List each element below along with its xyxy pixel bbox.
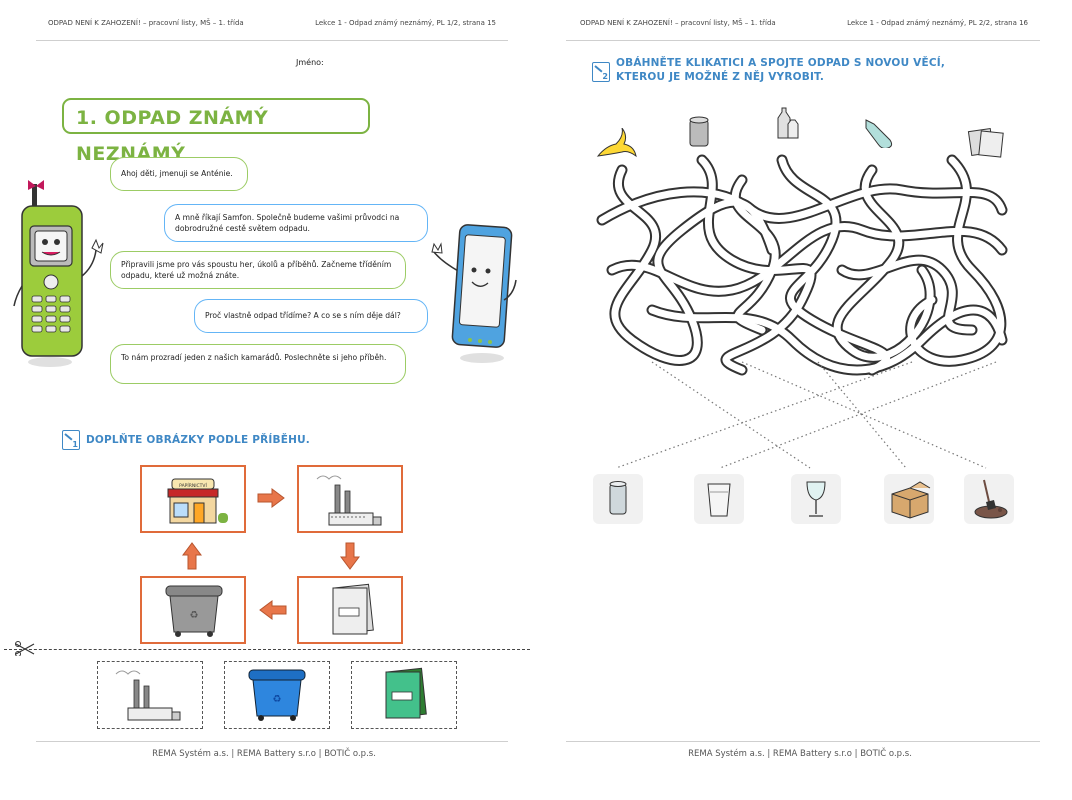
scissors-icon	[15, 641, 35, 656]
speech-bubble-1: Ahoj děti, jmenuji se Anténie.	[110, 157, 248, 191]
product-cardboard-box[interactable]	[884, 474, 934, 524]
antenie-phone-character	[13, 180, 104, 367]
product-can[interactable]	[593, 474, 643, 524]
task1-header: 1 DOPLŇTE OBRÁZKY PODLE PŘÍBĚHU.	[62, 430, 310, 450]
cycle-box-shop: PAPÍRNICTVÍ	[140, 465, 246, 533]
speech-bubble-3: Připravili jsme pro vás spoustu her, úko…	[110, 251, 406, 289]
arrow-down-icon	[340, 542, 360, 570]
tin-can-icon	[689, 116, 709, 147]
task2-header: 2 OBÁHNĚTE KLIKATICI A SPOJTE ODPAD S NO…	[592, 56, 945, 84]
header-rule	[36, 40, 508, 41]
product-plastic-cup[interactable]	[694, 474, 744, 524]
shop-sign-text: PAPÍRNICTVÍ	[179, 482, 207, 489]
page-header-left-2: ODPAD NENÍ K ZAHOZENÍ! – pracovní listy,…	[580, 19, 776, 27]
worksheet-page-left: ODPAD NENÍ K ZAHOZENÍ! – pracovní listy,…	[4, 19, 530, 759]
tangled-lines-maze	[596, 154, 1008, 376]
arrow-up-icon	[182, 542, 202, 570]
wine-glass-icon	[806, 481, 826, 517]
svg-text:♻: ♻	[190, 610, 199, 621]
page-header-right-2: Lekce 1 - Odpad známý neznámý, PL 2/2, s…	[847, 19, 1028, 27]
stationery-shop-icon: PAPÍRNICTVÍ	[167, 478, 228, 524]
page-footer-right: REMA Systém a.s. | REMA Battery s.r.o | …	[688, 749, 912, 759]
page-footer-left: REMA Systém a.s. | REMA Battery s.r.o | …	[152, 749, 376, 759]
speech-bubble-5: To nám prozradí jeden z našich kamarádů.…	[110, 344, 406, 384]
green-notebook-icon	[385, 667, 427, 719]
plastic-bottles-icon	[777, 107, 799, 139]
notebook-icon	[332, 583, 374, 635]
compost-shovel-icon	[974, 479, 1008, 519]
page-header-right: Lekce 1 - Odpad známý neznámý, PL 1/2, s…	[315, 19, 496, 27]
cycle-box-notebook	[297, 576, 403, 644]
aluminium-can-icon	[609, 481, 627, 515]
dotted-connector-lines	[615, 361, 997, 469]
cycle-box-factory	[297, 465, 403, 533]
footer-rule	[36, 741, 508, 742]
cutout-green-notebook[interactable]	[351, 661, 457, 729]
banana-peel-icon	[596, 128, 637, 158]
cut-line	[4, 649, 530, 650]
plastic-cup-icon	[707, 483, 731, 517]
name-label: Jméno:	[296, 58, 324, 67]
cycle-box-bin: ♻	[140, 576, 246, 644]
recycling-bin-icon: ♻	[165, 585, 223, 637]
speech-bubble-4: Proč vlastně odpad třídíme? A co se s ní…	[194, 299, 428, 333]
page-header-left: ODPAD NENÍ K ZAHOZENÍ! – pracovní listy,…	[48, 19, 244, 27]
svg-text:♻: ♻	[273, 694, 282, 705]
arrow-left-icon	[259, 600, 287, 620]
task2-instruction: OBÁHNĚTE KLIKATICI A SPOJTE ODPAD S NOVO…	[616, 57, 946, 83]
samfon-smartphone-character	[431, 224, 517, 363]
lesson-title: 1. ODPAD ZNÁMÝ NEZNÁMÝ	[62, 98, 370, 165]
blue-recycling-bin-icon: ♻	[248, 669, 306, 721]
footer-rule-2	[566, 741, 1040, 742]
cutout-blue-bin[interactable]: ♻	[224, 661, 330, 729]
task2-number-badge: 2	[592, 62, 610, 82]
task1-instruction: DOPLŇTE OBRÁZKY PODLE PŘÍBĚHU.	[86, 434, 310, 446]
factory-cutout-icon	[115, 670, 181, 721]
glass-bottle-icon	[865, 119, 893, 148]
product-wine-glass[interactable]	[791, 474, 841, 524]
product-compost[interactable]	[964, 474, 1014, 524]
speech-bubble-2: A mně říkají Samfon. Společně budeme vaš…	[164, 204, 428, 242]
arrow-right-icon	[257, 488, 285, 508]
header-rule-2	[566, 40, 1040, 41]
factory-icon	[316, 475, 382, 526]
task1-number-badge: 1	[62, 430, 80, 450]
worksheet-page-right: ODPAD NENÍ K ZAHOZENÍ! – pracovní listy,…	[536, 0, 1072, 800]
newspapers-icon	[967, 128, 1004, 158]
cutout-factory[interactable]	[97, 661, 203, 729]
cardboard-box-icon	[891, 481, 931, 519]
